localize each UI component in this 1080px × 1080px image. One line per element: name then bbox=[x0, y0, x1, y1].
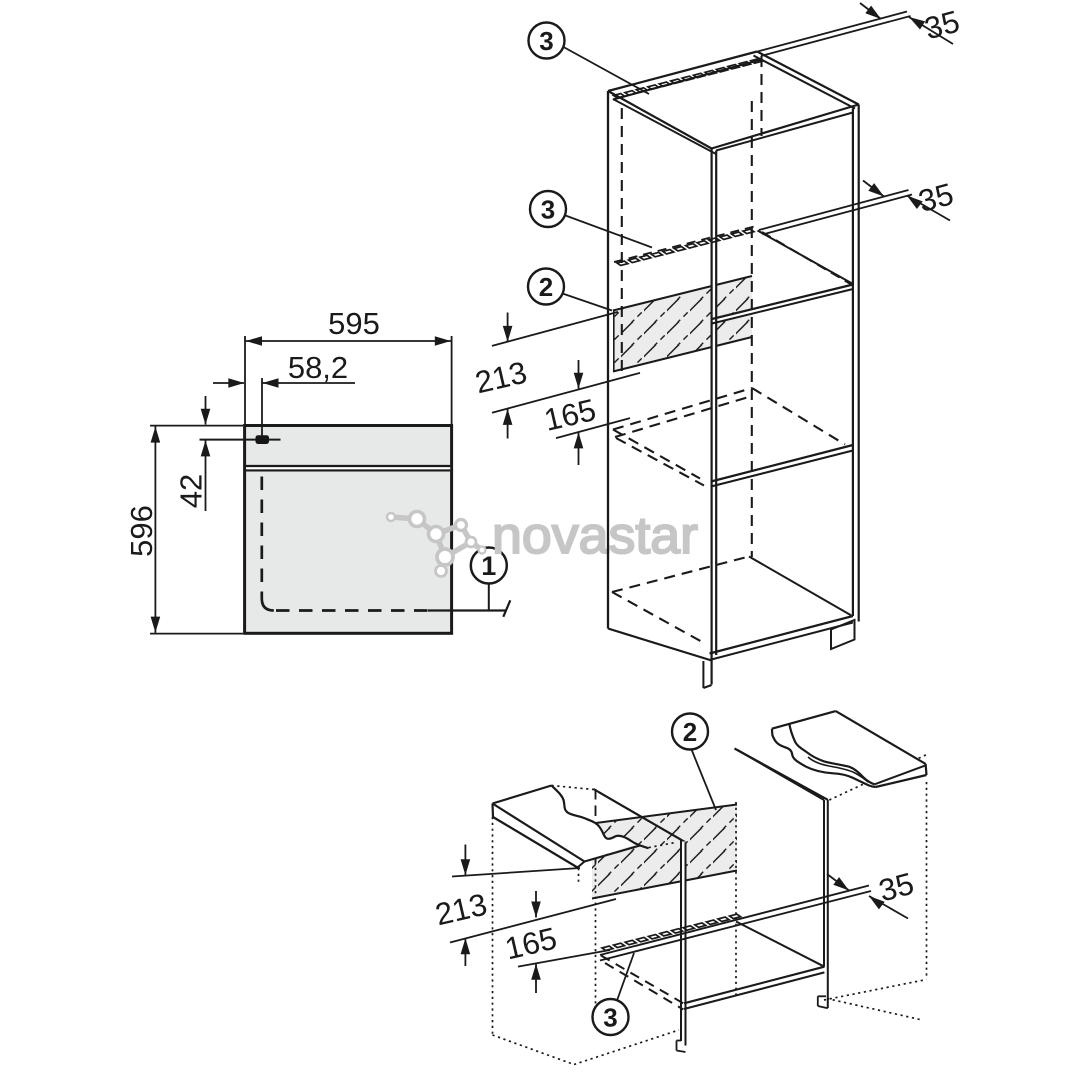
svg-text:595: 595 bbox=[328, 306, 380, 341]
svg-text:596: 596 bbox=[124, 505, 159, 557]
svg-text:2: 2 bbox=[539, 272, 553, 302]
svg-text:3: 3 bbox=[539, 26, 553, 56]
svg-text:novastar: novastar bbox=[492, 507, 698, 565]
svg-text:42: 42 bbox=[174, 474, 209, 508]
svg-text:3: 3 bbox=[603, 1003, 617, 1033]
svg-text:58,2: 58,2 bbox=[288, 350, 348, 385]
svg-text:3: 3 bbox=[541, 195, 555, 225]
svg-text:2: 2 bbox=[683, 717, 697, 747]
svg-text:1: 1 bbox=[481, 551, 496, 581]
